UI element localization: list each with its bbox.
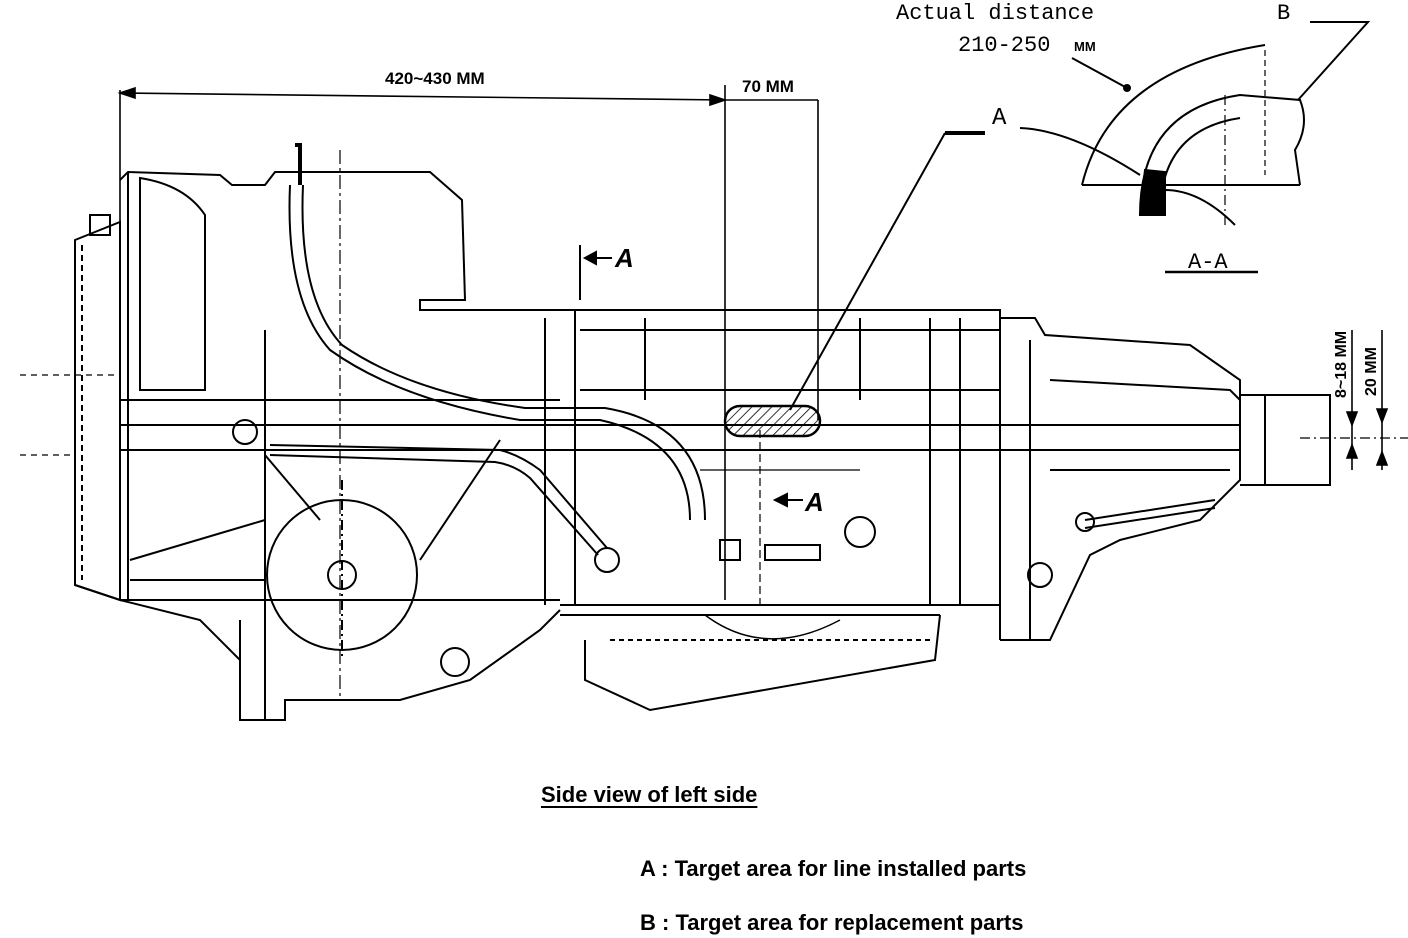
target-area-a-hatch [723,404,822,438]
dim-overall-length: 420~430 MM [385,69,485,88]
legend-item-b: B : Target area for replacement parts [640,910,1024,935]
section-marker-upper-label: A [614,243,634,273]
dim-height-range: 8~18 MM [1333,331,1350,398]
section-title: A-A [1188,250,1228,275]
dim-height-fixed: 20 MM [1363,347,1380,396]
view-caption: Side view of left side [541,782,758,807]
section-a-a-view [1019,21,1371,274]
dimension-lines [117,86,1389,600]
section-marker-upper [579,245,612,300]
section-marker-lower-label: A [804,487,824,517]
leader-a [789,131,985,411]
section-distance-unit: MM [1074,39,1096,54]
section-distance-value: 210-250 [958,33,1050,58]
section-distance-label: Actual distance [896,1,1094,26]
section-marker-lower [772,492,803,508]
section-label-b: B [1277,1,1290,26]
transmission-body [20,85,1408,721]
legend-item-a: A : Target area for line installed parts [640,856,1027,881]
section-label-a: A [992,105,1007,132]
dim-target-width: 70 MM [742,77,794,96]
